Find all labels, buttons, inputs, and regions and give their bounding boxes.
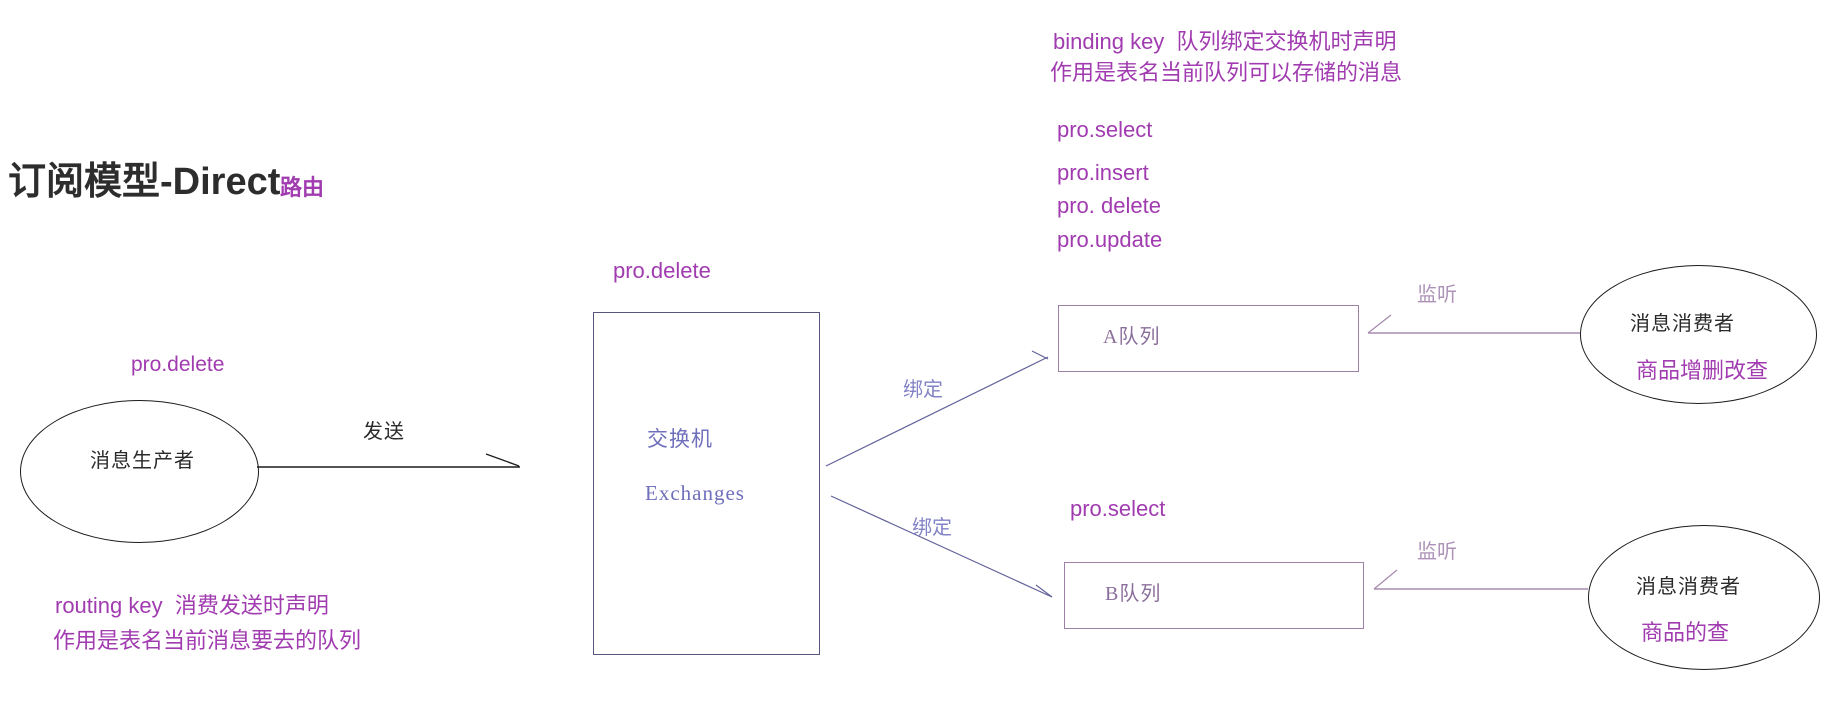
producer-label: 消息生产者 bbox=[90, 450, 195, 472]
binding-key-note-line2: 作用是表名当前队列可以存储的消息 bbox=[1050, 60, 1403, 85]
bind-lower-edge-label: 绑定 bbox=[912, 517, 952, 539]
queue-a-label: A队列 bbox=[1103, 326, 1161, 348]
binding-key-note-line1: binding key 队列绑定交换机时声明 bbox=[1053, 29, 1397, 54]
bind-lower-arrowhead bbox=[1035, 584, 1053, 598]
exchange-label-en: Exchanges bbox=[645, 481, 745, 505]
queue-b-node bbox=[1064, 562, 1364, 629]
page-title-suffix: 路由 bbox=[280, 175, 325, 200]
routing-key-note-line1: routing key 消费发送时声明 bbox=[55, 593, 329, 618]
listen-upper-edge-label: 监听 bbox=[1417, 284, 1457, 306]
routing-key-note-line2: 作用是表名当前消息要去的队列 bbox=[53, 628, 362, 653]
bind-upper-edge-label: 绑定 bbox=[903, 379, 943, 401]
consumer-b-node bbox=[1588, 525, 1820, 670]
binding-key-item: pro.select bbox=[1057, 117, 1153, 142]
binding-key-item: pro.insert bbox=[1057, 160, 1149, 185]
listen-upper-arrowhead bbox=[1367, 314, 1392, 334]
exchange-label-cn: 交换机 bbox=[647, 427, 713, 451]
consumer-a-label: 消息消费者 bbox=[1630, 313, 1735, 335]
binding-key-item: pro. delete bbox=[1057, 193, 1161, 218]
bind-upper-line bbox=[825, 356, 1049, 467]
bind-upper-arrowhead bbox=[1031, 350, 1049, 360]
listen-lower-edge-label: 监听 bbox=[1417, 541, 1457, 563]
queue-b-binding-key-label: pro.select bbox=[1070, 496, 1166, 521]
queue-b-label: B队列 bbox=[1105, 583, 1162, 605]
consumer-b-label: 消息消费者 bbox=[1636, 576, 1741, 598]
consumer-a-note: 商品增删改查 bbox=[1636, 358, 1769, 383]
queue-a-node bbox=[1058, 305, 1359, 372]
exchange-routing-key-label: pro.delete bbox=[613, 258, 711, 283]
producer-routing-key-label: pro.delete bbox=[131, 353, 225, 376]
send-arrowhead bbox=[485, 453, 520, 467]
bind-lower-line bbox=[830, 495, 1053, 598]
consumer-b-note: 商品的查 bbox=[1641, 620, 1730, 645]
page-title: 订阅模型-Direct bbox=[8, 161, 281, 203]
binding-key-item: pro.update bbox=[1057, 227, 1163, 252]
exchange-node bbox=[593, 312, 820, 655]
send-edge-label: 发送 bbox=[363, 421, 405, 443]
listen-lower-arrowhead bbox=[1373, 569, 1398, 590]
consumer-a-node bbox=[1580, 265, 1817, 404]
producer-node bbox=[20, 400, 259, 543]
